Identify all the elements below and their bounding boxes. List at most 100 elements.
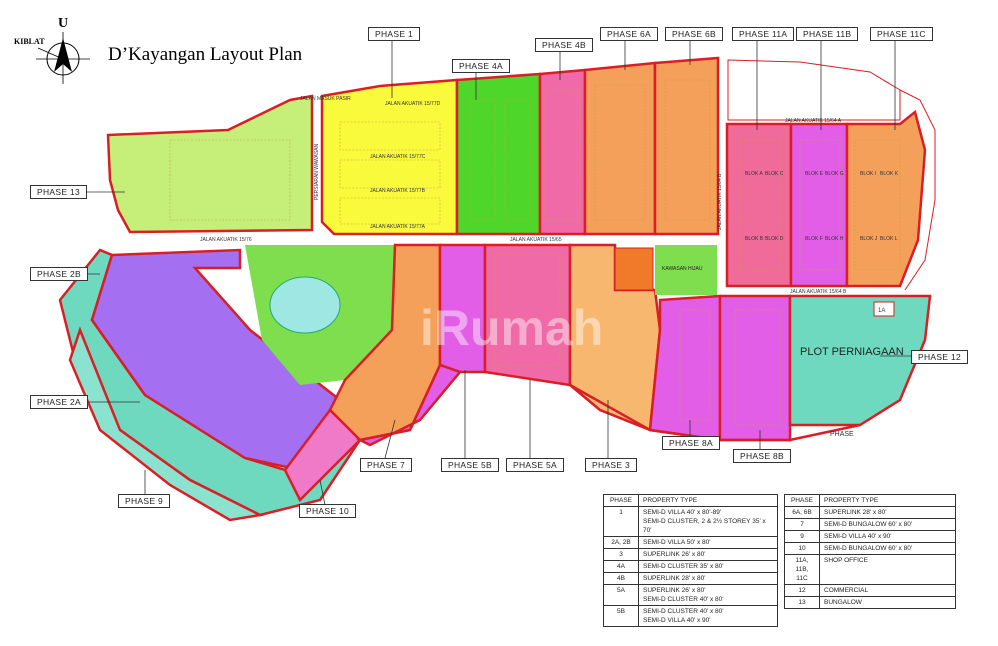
phase-9-label[interactable]: PHASE 9 [118,494,171,508]
legend-header-type: PROPERTY TYPE [819,494,956,507]
phase-5b-area[interactable] [438,243,487,374]
svg-text:BLOK I: BLOK I [860,171,876,177]
phase-11b-area[interactable] [789,122,849,288]
phase-12-label[interactable]: PHASE 12 [911,350,969,364]
phase-11c-area[interactable] [845,109,927,288]
phase-4b-area[interactable] [538,68,587,236]
svg-text:BLOK J: BLOK J [860,236,878,242]
phase-3-label[interactable]: PHASE 3 [585,458,638,472]
phase-9-area[interactable] [68,326,264,522]
svg-text:BLOK H: BLOK H [825,236,844,242]
svg-text:BLOK E: BLOK E [805,171,824,177]
phase-13-area[interactable] [106,94,314,234]
phase-8a-area[interactable] [648,294,722,442]
phase-1a-area [873,301,895,317]
north-arrow-icon [54,38,72,72]
phase-5b-label[interactable]: PHASE 5B [441,458,499,472]
phase-2a-label[interactable]: PHASE 2A [30,395,88,409]
lake [269,276,341,334]
phase-12-area[interactable] [788,294,932,427]
legend-header-phase: PHASE [603,494,639,507]
road-persiaran-wawasan: PERSIARAN WAWASAN [314,143,320,200]
plot-perniagaan-label: PLOT PERNIAGAAN [800,346,904,358]
compass: U KIBLAT [0,14,100,91]
phase-8b-area[interactable] [718,294,792,442]
svg-text:BLOK F: BLOK F [805,236,823,242]
phase-10-label[interactable]: PHASE 10 [299,504,357,518]
phase-5a-label[interactable]: PHASE 5A [506,458,564,472]
phase-7-label[interactable]: PHASE 7 [360,458,413,472]
phase-2b-label[interactable]: PHASE 2B [30,267,88,281]
phase-10-area[interactable] [283,408,362,503]
road-15-64b-vertical: JALAN AKUATIK 15/64 B [717,173,723,230]
phase-11b-label[interactable]: PHASE 11B [796,27,859,41]
phase-5b-lower [356,363,463,447]
south-boundary [569,383,861,442]
svg-text:BLOK L: BLOK L [880,236,898,242]
svg-text:BLOK D: BLOK D [765,236,784,242]
phase-6b-area[interactable] [653,56,720,236]
phase-11a-area[interactable] [725,122,793,288]
svg-text:BLOK B: BLOK B [745,236,764,242]
road-jalan-masuk: JALAN MASUK PASIR [300,96,351,102]
kiblat-label: KIBLAT [14,37,45,46]
phase-11c-label[interactable]: PHASE 11C [870,27,933,41]
page-title: D’Kayangan Layout Plan [108,44,303,65]
phase-11a-label[interactable]: PHASE 11A [732,27,795,41]
road-15-64a: JALAN AKUATIK 15/64 A [785,118,842,124]
phase-6b-label[interactable]: PHASE 6B [665,27,723,41]
road-15-77b: JALAN AKUATIK 15/77B [370,188,426,194]
east-boundary [899,89,936,291]
site-plan [58,56,936,522]
road-15-77d: JALAN AKUATIK 15/77D [385,101,441,107]
road-15-64b: JALAN AKUATIK 15/64 B [790,289,847,295]
kawasan-hijau [655,245,717,295]
svg-text:BLOK K: BLOK K [880,171,899,177]
svg-text:BLOK A: BLOK A [745,171,763,177]
surau-area [614,247,654,291]
legend-header-phase: PHASE [784,494,820,507]
legend-header-type: PROPERTY TYPE [638,494,778,507]
phase-1-label[interactable]: PHASE 1 [368,27,421,41]
kiblat-arrow-icon [37,47,64,60]
road-15-77c: JALAN AKUATIK 15/77C [370,154,426,160]
road-15-77a: JALAN AKUATIK 15/77A [370,224,426,230]
phase-13-label[interactable]: PHASE 13 [30,185,88,199]
phase-6a-area[interactable] [583,61,657,236]
phase-4b-label[interactable]: PHASE 4B [535,38,593,52]
kawasan-hijau-label: KAWASAN HIJAU [662,266,703,272]
road-15-76: JALAN AKUATIK 15/76 [200,237,252,243]
block-labels: BLOK A BLOK C BLOK E BLOK G BLOK I BLOK … [745,171,899,242]
lot-grid [169,79,901,426]
leader-lines [80,38,912,506]
phase-4a-area[interactable] [455,72,542,236]
phase-6a-label[interactable]: PHASE 6A [600,27,658,41]
svg-text:BLOK G: BLOK G [825,171,844,177]
north-label: U [58,16,68,31]
phase-plain-label: PHASE [830,431,854,438]
svg-text:BLOK C: BLOK C [765,171,784,177]
watermark: iRumah [420,300,603,356]
phase-8b-label[interactable]: PHASE 8B [733,449,791,463]
phase-4a-label[interactable]: PHASE 4A [452,59,510,73]
phase-8a-label[interactable]: PHASE 8A [662,436,720,450]
phase-1a-label: 1A [878,308,885,314]
phase-11-top-strip [727,59,901,121]
